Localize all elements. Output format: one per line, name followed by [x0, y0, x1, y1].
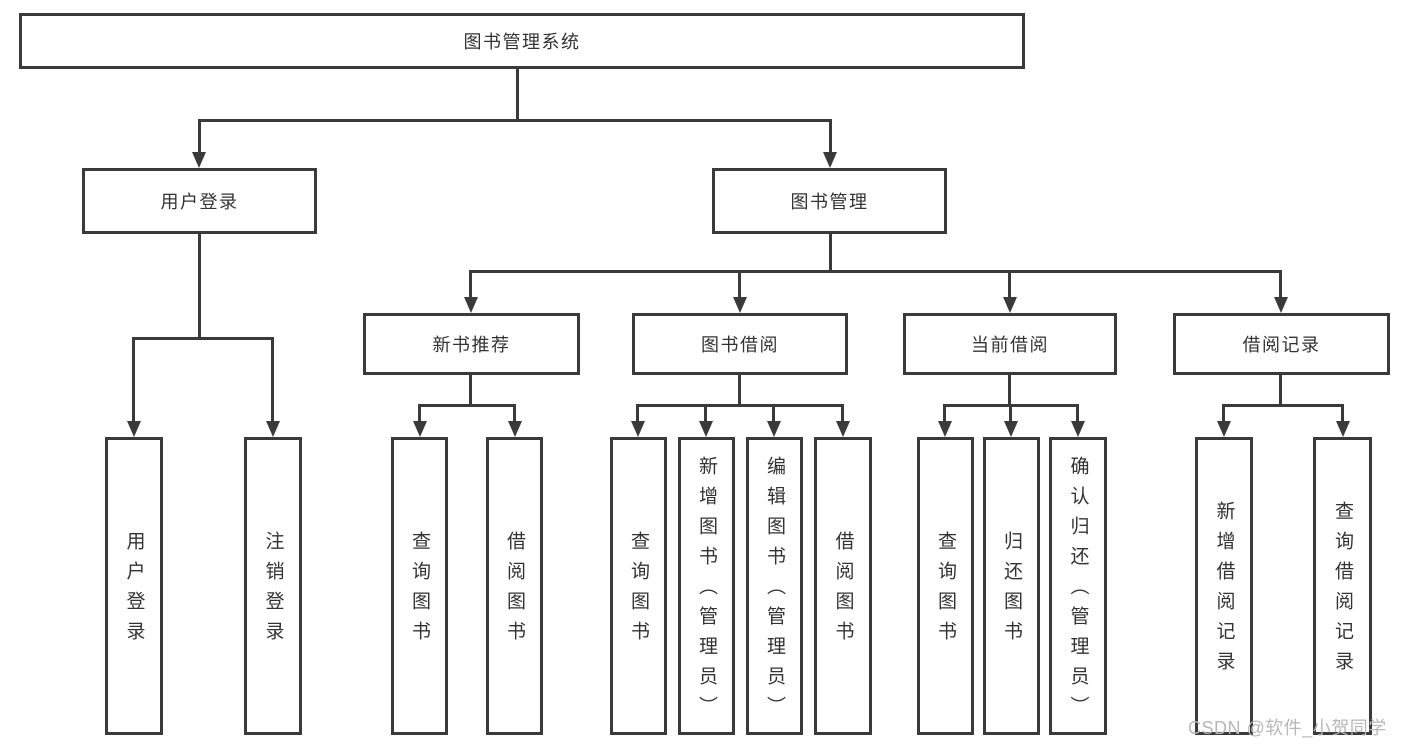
arrow-down-icon: [836, 421, 850, 437]
connector-line: [1076, 404, 1079, 421]
connector-line: [198, 234, 201, 337]
arrow-down-icon: [1004, 421, 1018, 437]
arrow-down-icon: [1274, 297, 1288, 313]
connector-line: [1009, 404, 1012, 421]
arrow-down-icon: [823, 152, 837, 168]
connector-line: [636, 404, 844, 407]
leaf-edit-book-admin: 编辑图书（管理员）: [746, 437, 803, 735]
leaf-return-book: 归还图书: [983, 437, 1040, 735]
connector-line: [132, 337, 274, 340]
connector-line: [198, 119, 201, 152]
connector-line: [469, 375, 472, 404]
leaf-user-login: 用户登录: [105, 437, 163, 735]
connector-line: [516, 69, 519, 119]
connector-line: [469, 270, 1282, 273]
arrow-down-icon: [266, 421, 280, 437]
leaf-add-borrow-record: 新增借阅记录: [1195, 437, 1253, 735]
leaf-query-book-current: 查询图书: [917, 437, 974, 735]
arrow-down-icon: [1336, 421, 1350, 437]
leaf-add-book-admin: 新增图书（管理员）: [678, 437, 735, 735]
arrow-down-icon: [1003, 297, 1017, 313]
connector-line: [829, 234, 832, 270]
arrow-down-icon: [938, 421, 952, 437]
connector-line: [1222, 404, 1344, 407]
connector-line: [704, 404, 707, 421]
leaf-query-borrow-record: 查询借阅记录: [1313, 437, 1372, 735]
connector-line: [418, 404, 516, 407]
arrow-down-icon: [127, 421, 141, 437]
leaf-query-book-rec: 查询图书: [391, 437, 448, 735]
arrow-down-icon: [508, 421, 522, 437]
connector-line: [829, 119, 832, 152]
leaf-logout: 注销登录: [244, 437, 302, 735]
arrow-down-icon: [1071, 421, 1085, 437]
connector-line: [943, 404, 946, 421]
connector-line: [271, 337, 274, 421]
connector-line: [198, 119, 832, 122]
connector-line: [738, 375, 741, 404]
watermark: CSDN @软件_小贺同学: [1188, 718, 1387, 738]
node-book-borrow: 图书借阅: [632, 313, 848, 375]
node-new-book-rec: 新书推荐: [363, 313, 580, 375]
arrow-down-icon: [192, 152, 206, 168]
connector-line: [469, 270, 472, 297]
arrow-down-icon: [699, 421, 713, 437]
connector-line: [738, 270, 741, 297]
arrow-down-icon: [631, 421, 645, 437]
node-book-mgmt: 图书管理: [712, 168, 947, 234]
connector-line: [772, 404, 775, 421]
connector-line: [418, 404, 421, 421]
arrow-down-icon: [464, 297, 478, 313]
connector-line: [1279, 375, 1282, 404]
connector-line: [1341, 404, 1344, 421]
connector-line: [1222, 404, 1225, 421]
connector-line: [636, 404, 639, 421]
connector-line: [132, 337, 135, 421]
leaf-confirm-return-admin: 确认归还（管理员）: [1049, 437, 1107, 735]
node-user-login: 用户登录: [82, 168, 317, 234]
node-borrow-record: 借阅记录: [1173, 313, 1390, 375]
connector-line: [841, 404, 844, 421]
connector-line: [1008, 270, 1011, 297]
connector-line: [513, 404, 516, 421]
node-library-system: 图书管理系统: [19, 13, 1025, 69]
leaf-query-book-borrow: 查询图书: [610, 437, 667, 735]
arrow-down-icon: [1217, 421, 1231, 437]
connector-line: [1279, 270, 1282, 297]
arrow-down-icon: [733, 297, 747, 313]
connector-line: [1008, 375, 1011, 404]
leaf-borrow-book: 借阅图书: [814, 437, 872, 735]
leaf-borrow-book-rec: 借阅图书: [486, 437, 543, 735]
arrow-down-icon: [413, 421, 427, 437]
node-current-borrow: 当前借阅: [903, 313, 1117, 375]
arrow-down-icon: [767, 421, 781, 437]
